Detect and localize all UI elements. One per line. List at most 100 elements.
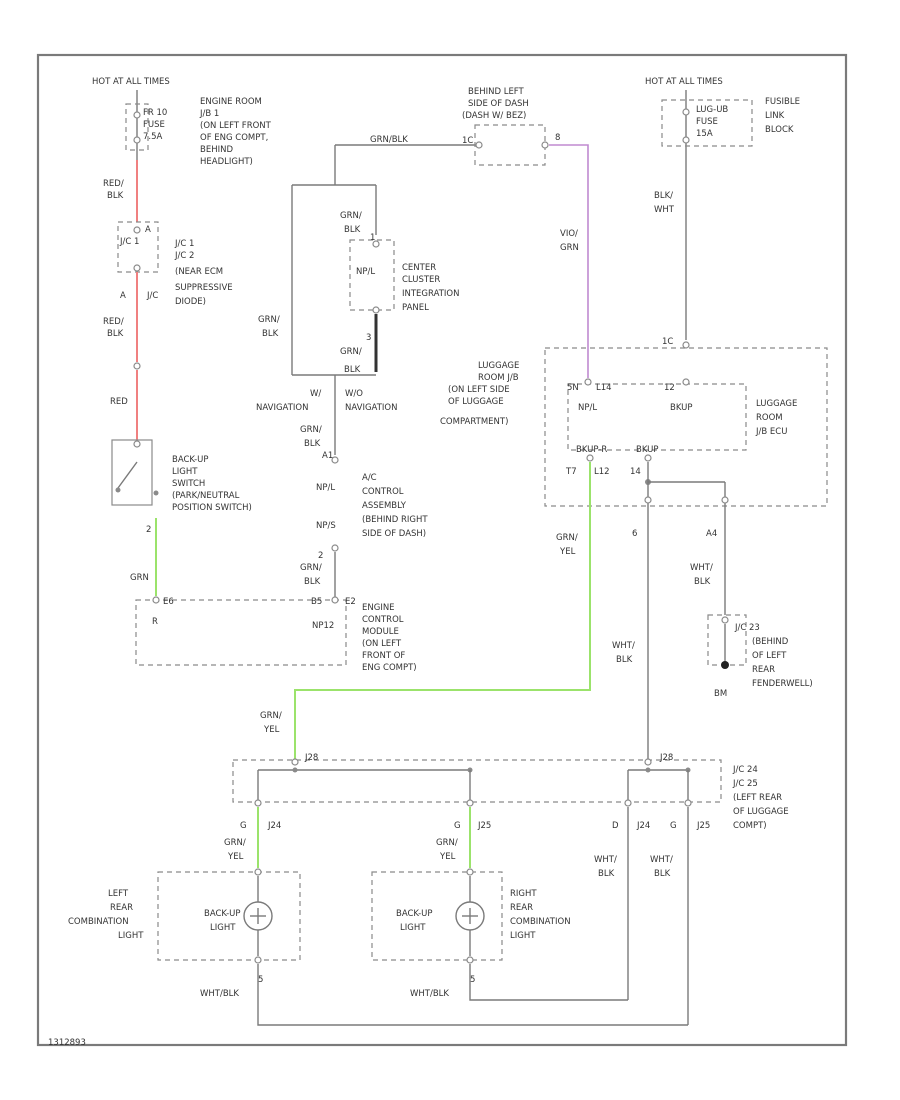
- right-fuse-rating: 15A: [696, 129, 713, 139]
- dash-connector: 1C 8 BEHIND LEFT SIDE OF DASH (DASH W/ B…: [462, 87, 589, 378]
- wht-blk-d-b: BLK: [598, 869, 615, 879]
- backup-light-switch: BACK-UP LIGHT SWITCH (PARK/NEUTRAL POSIT…: [111, 439, 252, 596]
- blk-wht-label-b: WHT: [654, 205, 675, 215]
- jc-pin-a: A: [145, 225, 151, 235]
- right-lamp-pin: 5: [470, 975, 475, 985]
- right-lamp-inner-2: LIGHT: [400, 923, 426, 933]
- jct-pin-g1: G: [240, 821, 247, 831]
- jc-pin-jc: J/C: [146, 291, 158, 301]
- right-fuse-label: FUSE: [696, 117, 718, 127]
- ground-return: [257, 964, 688, 1026]
- jb-pin-a4: A4: [706, 529, 717, 539]
- jct-pin-g3: G: [670, 821, 677, 831]
- ecm-pin-e2: E2: [345, 597, 356, 607]
- grn-yel-right-b: YEL: [439, 852, 456, 862]
- ecm-label-1: ENGINE: [362, 603, 395, 613]
- ccip-label-4: PANEL: [402, 303, 429, 313]
- jb-ecu-3: J/B ECU: [755, 427, 787, 437]
- jct-pin-left: J28: [304, 753, 318, 763]
- jct-pin-j24b: J24: [636, 821, 650, 831]
- dash-label-3: (DASH W/ BEZ): [462, 111, 526, 121]
- jb-ecu-1: LUGGAGE: [756, 399, 797, 409]
- grn-yel-right-a: GRN/: [436, 838, 458, 848]
- left-fuse-group: HOT AT ALL TIMES FR 10 FUSE 7.5A ENGINE …: [92, 77, 272, 167]
- switch-label-2: LIGHT: [172, 467, 198, 477]
- jb-pin-bkupr: BKUP-R: [576, 445, 607, 455]
- jb-np-l: NP/L: [578, 403, 597, 413]
- vio-label-b: GRN: [560, 243, 579, 253]
- jct-pin-j25b: J25: [696, 821, 710, 831]
- violet-wire: [549, 144, 589, 378]
- vio-label-a: VIO/: [560, 229, 578, 239]
- wht-blk-jb-b: BLK: [616, 655, 633, 665]
- grn-blk-left-b: BLK: [262, 329, 279, 339]
- gnd-loc-1: (BEHIND: [752, 637, 789, 647]
- jb-pin-l12: L12: [594, 467, 610, 477]
- nav-without-1: W/O: [345, 389, 363, 399]
- right-fuse-group: HOT AT ALL TIMES LUG-UB FUSE 15A FUSIBLE…: [645, 77, 800, 340]
- blk-wht-label-a: BLK/: [654, 191, 673, 201]
- right-fuse-loc-1: FUSIBLE: [765, 97, 800, 107]
- red-blk-label-2b: BLK: [107, 329, 124, 339]
- right-lamp-label-3: COMBINATION: [510, 917, 571, 927]
- jc-loc-2: SUPPRESSIVE: [175, 283, 233, 293]
- ecm-label-6: ENG COMPT): [362, 663, 417, 673]
- jct-label-5: COMPT): [733, 821, 767, 831]
- jb-pin-bkupb: BKUP: [636, 445, 659, 455]
- ccip-label-1: CENTER: [402, 263, 436, 273]
- nav-with-2: NAVIGATION: [256, 403, 308, 413]
- grn-blk-nav-b: BLK: [304, 439, 321, 449]
- jb-pin-12: 12: [664, 383, 675, 393]
- grn-blk-ccip-d: BLK: [344, 365, 361, 375]
- left-lamp-wht-blk: WHT/BLK: [200, 989, 239, 999]
- ac-control-assembly: A1 NP/L A/C CONTROL ASSEMBLY (BEHIND RIG…: [300, 451, 428, 604]
- right-rear-combination-light: BACK-UP LIGHT RIGHT REAR COMBINATION LIG…: [371, 868, 571, 999]
- wht-blk-d-a: WHT/: [594, 855, 617, 865]
- jc-pin-a2: A: [120, 291, 126, 301]
- grn-yel-label-c: GRN/: [260, 711, 282, 721]
- grn-yel-left-b: YEL: [227, 852, 244, 862]
- ccip-label-3: INTEGRATION: [402, 289, 459, 299]
- jb-label-2: ROOM J/B: [478, 373, 519, 383]
- jc1-label: J/C 1: [119, 237, 139, 247]
- jct-pin-right: J28: [659, 753, 673, 763]
- ccip-np-label: NP/L: [356, 267, 375, 277]
- jb-label-3: (ON LEFT SIDE: [448, 385, 510, 395]
- jb-pin-l14: L14: [596, 383, 612, 393]
- grn-blk-ac-a: GRN/: [300, 563, 322, 573]
- jct-label-1: J/C 24: [732, 765, 758, 775]
- grn-blk-ccip-a: GRN/: [340, 211, 362, 221]
- jb-pin-6: 6: [632, 529, 637, 539]
- switch-pin: 2: [146, 525, 151, 535]
- grn-blk-ccip-c: GRN/: [340, 347, 362, 357]
- jb-bkup: BKUP: [670, 403, 693, 413]
- grn-blk-bus: GRN/BLK GRN/ BLK GRN/ BLK: [258, 135, 475, 376]
- ecm-label-2: CONTROL: [362, 615, 404, 625]
- center-cluster-panel: 1 NP/L CENTER CLUSTER INTEGRATION PANEL …: [335, 233, 459, 376]
- grn-blk-top-label: GRN/BLK: [370, 135, 408, 145]
- jc-loc-3: DIODE): [175, 297, 206, 307]
- red-blk-label-2a: RED/: [103, 317, 124, 327]
- red-blk-label-1a: RED/: [103, 179, 124, 189]
- jc1-label-r: J/C 1: [174, 239, 194, 249]
- left-rear-combination-light: BACK-UP LIGHT LEFT REAR COMBINATION LIGH…: [68, 868, 301, 999]
- right-lamp-wht-blk: WHT/BLK: [410, 989, 449, 999]
- jc-loc-1: (NEAR ECM: [175, 267, 223, 277]
- navigation-branch: W/ NAVIGATION W/O NAVIGATION GRN/ BLK: [256, 375, 397, 455]
- diagram-frame: [36, 53, 848, 1047]
- red-blk-label-1b: BLK: [107, 191, 124, 201]
- ccip-pin-top: 1: [370, 233, 375, 243]
- switch-label-4: (PARK/NEUTRAL: [172, 491, 240, 501]
- gnd-id: BM: [714, 689, 727, 699]
- gnd-pin: J/C 23: [734, 623, 760, 633]
- ac-pin-bot: 2: [318, 551, 323, 561]
- switch-label-1: BACK-UP: [172, 455, 209, 465]
- ac-np-label: NP/L: [316, 483, 335, 493]
- dash-label-2: SIDE OF DASH: [468, 99, 529, 109]
- grn-label: GRN: [130, 573, 149, 583]
- right-fuse-loc-3: BLOCK: [765, 125, 794, 135]
- left-lamp-label-3: COMBINATION: [68, 917, 129, 927]
- switch-label-3: SWITCH: [172, 479, 205, 489]
- jct-label-2: J/C 25: [732, 779, 758, 789]
- left-fuse-header: HOT AT ALL TIMES: [92, 77, 170, 87]
